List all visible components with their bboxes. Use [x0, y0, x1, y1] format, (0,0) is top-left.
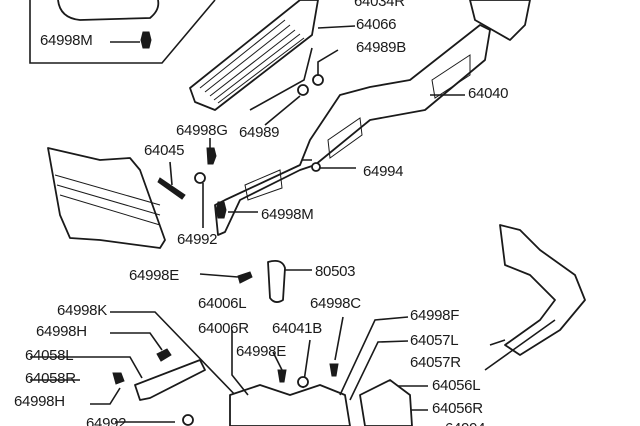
label-64992: 64992	[177, 231, 217, 248]
label-64998M: 64998M	[261, 206, 313, 223]
label-64034R: 64034R	[354, 0, 405, 10]
label-64989B: 64989B	[356, 39, 406, 56]
label-64998F: 64998F	[410, 307, 459, 324]
label-64058L: 64058L	[25, 347, 73, 364]
label-64056L: 64056L	[432, 377, 480, 394]
label-64998C: 64998C	[310, 295, 361, 312]
label-64998E-lower: 64998E	[236, 343, 286, 360]
label-64045: 64045	[144, 142, 184, 159]
label-64057L: 64057L	[410, 332, 458, 349]
label-64994-lower: 64994	[445, 420, 485, 426]
bumper-end-cap-part	[47, 147, 186, 249]
label-80503: 80503	[315, 263, 355, 280]
fasteners-upper	[169, 49, 356, 228]
label-64998H-lower: 64998H	[14, 393, 65, 410]
label-64056R: 64056R	[432, 400, 483, 417]
bumper-side-part	[484, 224, 586, 371]
brackets-lower	[30, 259, 428, 426]
label-64041B: 64041B	[272, 320, 322, 337]
label-64006R: 64006R	[198, 320, 249, 337]
label-64998K: 64998K	[57, 302, 107, 319]
inset-box	[29, 0, 216, 64]
label-64057R: 64057R	[410, 354, 461, 371]
label-64040: 64040	[468, 85, 508, 102]
label-64998G: 64998G	[176, 122, 228, 139]
label-64994: 64994	[363, 163, 403, 180]
label-64992-lower: 64992	[86, 415, 126, 426]
label-64998H: 64998H	[36, 323, 87, 340]
part-labels: 64034R 64066 64989B 64998M 64040 64998G …	[14, 0, 509, 426]
label-64058R: 64058R	[25, 370, 76, 387]
label-64006L: 64006L	[198, 295, 246, 312]
label-64998E: 64998E	[129, 267, 179, 284]
bumper-beam-part	[214, 0, 531, 236]
label-64998M-inset: 64998M	[40, 32, 92, 49]
grille-plate-part	[189, 0, 356, 111]
label-64066: 64066	[356, 16, 396, 33]
label-64989: 64989	[239, 124, 279, 141]
